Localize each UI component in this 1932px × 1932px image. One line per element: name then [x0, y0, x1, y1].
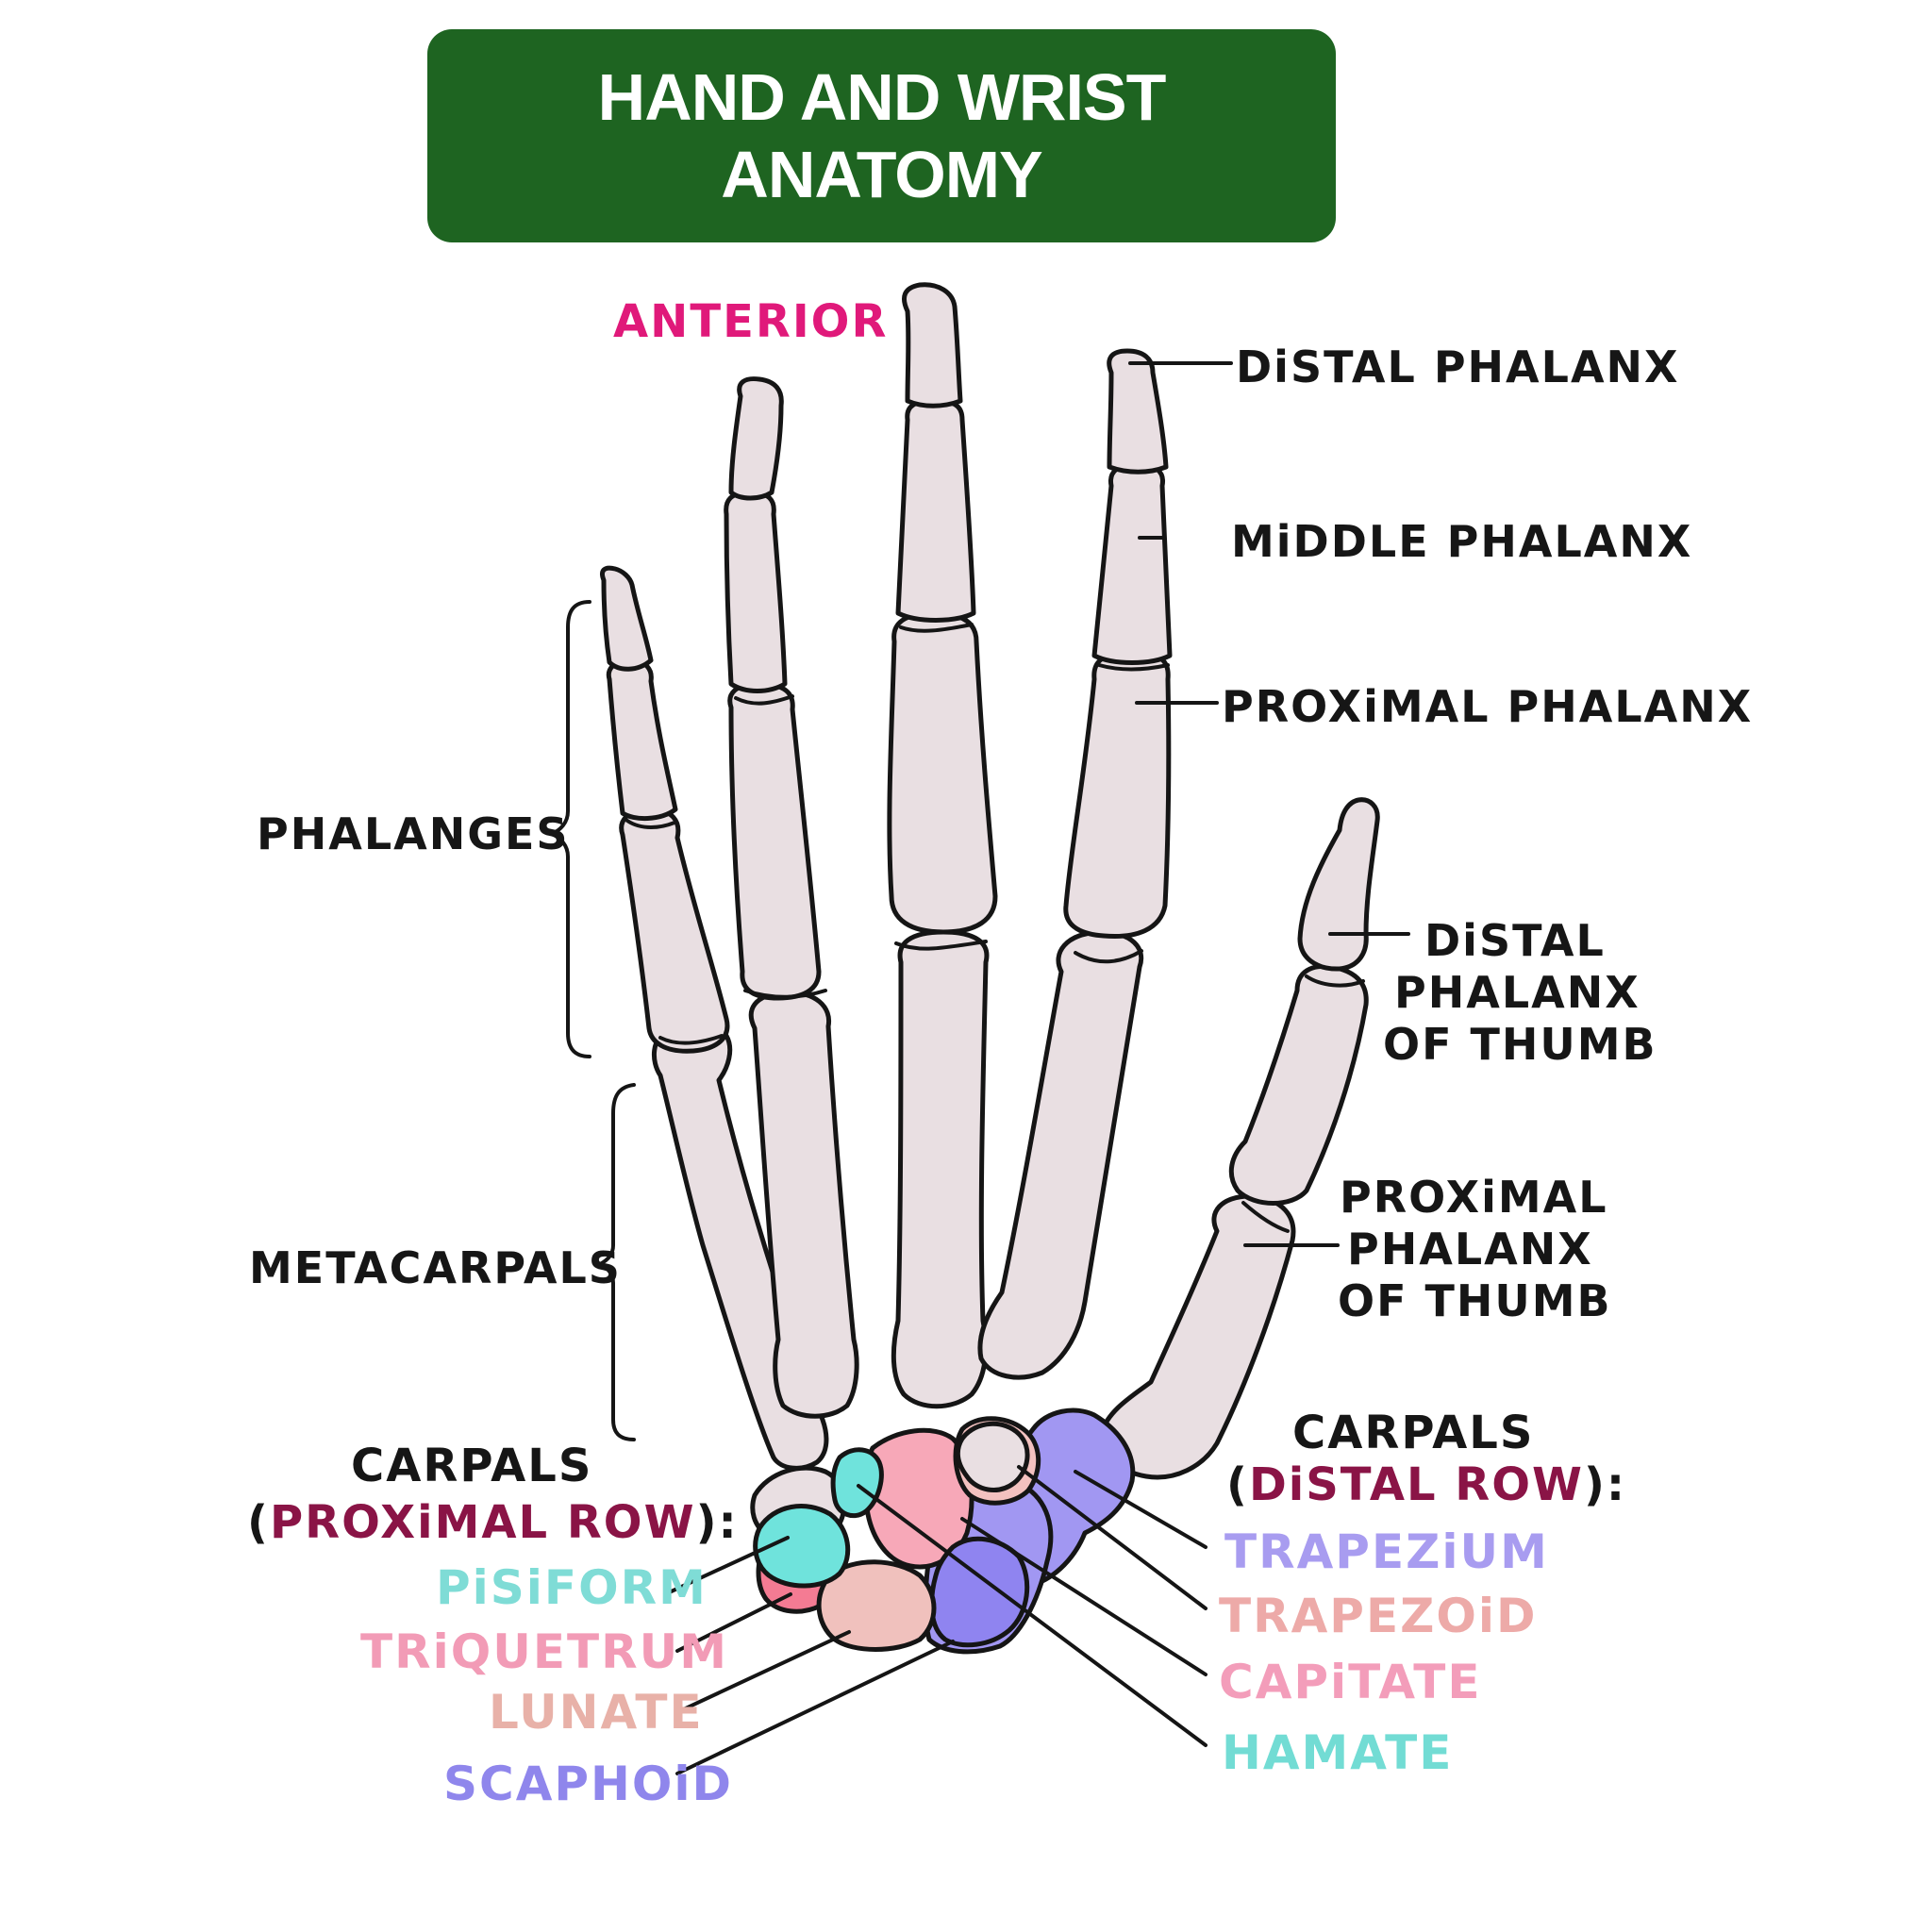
thumb-metacarpal [1099, 1193, 1296, 1480]
proximal-row-open: ( [247, 1496, 270, 1549]
trapezium-label: TRAPEZiUM [1224, 1524, 1549, 1579]
ring-proximal-phalanx [727, 681, 822, 1001]
distal-row-close: ): [1584, 1458, 1626, 1511]
middle-distal-phalanx [902, 282, 963, 408]
proximal-row-colored: PROXiMAL ROW [270, 1496, 696, 1549]
thumb [1099, 797, 1380, 1480]
little-proximal-phalanx [619, 807, 730, 1054]
distal-phalanx-thumb-label-3: OF THUMB [1383, 1019, 1657, 1070]
lunate-bone [816, 1559, 937, 1652]
proximal-phalanx-label: PROXiMAL PHALANX [1222, 681, 1753, 732]
trapezoid-leader [1017, 1465, 1208, 1610]
distal-row-heading: CARPALS [1292, 1407, 1534, 1459]
index-distal-phalanx [1107, 348, 1169, 475]
proximal-phalanx-thumb-label-1: PROXiMAL [1340, 1172, 1608, 1223]
distal-phalanx-label: DiSTAL PHALANX [1236, 341, 1680, 392]
middle-phalanx-label: MiDDLE PHALANX [1231, 516, 1692, 567]
phalanges-bracket [547, 600, 591, 1058]
metacarpals-label: METACARPALS [249, 1242, 622, 1293]
little-distal-phalanx [600, 565, 654, 672]
ring-finger [724, 376, 859, 1419]
index-finger [977, 348, 1173, 1380]
title-line-1: HAND AND WRIST [597, 60, 1167, 134]
distal-row-colored: DiSTAL ROW [1249, 1458, 1584, 1511]
capitate-label: CAPiTATE [1219, 1655, 1481, 1709]
proximal-row-heading: CARPALS [351, 1440, 592, 1492]
carpal-bone-upper-right [955, 1421, 1030, 1492]
proximal-row-subheading: (PROXiMAL ROW): [247, 1496, 739, 1549]
lunate-label: LUNATE [489, 1685, 704, 1740]
hamate-hook-bone [830, 1447, 884, 1519]
distal-row-subheading: (DiSTAL ROW): [1226, 1458, 1626, 1511]
thumb-proximal-phalanx [1228, 963, 1369, 1206]
proximal-phalanx-thumb-label-3: OF THUMB [1338, 1275, 1612, 1326]
phalanges-label: PHALANGES [257, 808, 570, 859]
scaphoid-leader [675, 1640, 955, 1775]
middle-proximal-phalanx [887, 610, 998, 935]
lunate-leader [675, 1630, 851, 1714]
triquetrum-leader [675, 1592, 792, 1653]
anterior-label: ANTERIOR [613, 295, 888, 348]
index-proximal-phalanx [1063, 650, 1172, 940]
ring-middle-phalanx [724, 490, 788, 693]
thumb-distal-phalanx [1297, 797, 1380, 972]
scaphoid-label: SCAPHOiD [443, 1757, 733, 1811]
distal-phalanx-thumb-label-1: DiSTAL [1424, 915, 1606, 966]
title-banner: HAND AND WRIST ANATOMY [427, 29, 1336, 242]
ring-metacarpal [748, 990, 859, 1419]
triquetrum-label: TRiQUETRUM [360, 1624, 728, 1679]
scaphoid-bone [929, 1536, 1030, 1648]
middle-finger [887, 282, 998, 1409]
index-metacarpal [977, 929, 1144, 1380]
trapezium-leader [1074, 1470, 1208, 1549]
ring-distal-phalanx [728, 376, 784, 501]
capitate-leader [960, 1517, 1208, 1676]
trapezoid-label: TRAPEZOiD [1219, 1589, 1538, 1643]
pisiform-label: PiSiFORM [436, 1560, 708, 1615]
middle-middle-phalanx [895, 398, 976, 623]
middle-metacarpal [891, 929, 990, 1409]
hamate-label: HAMATE [1222, 1725, 1453, 1780]
pisiform-bone [753, 1504, 851, 1589]
distal-phalanx-thumb-label-2: PHALANX [1394, 967, 1641, 1018]
pisiform-leader [663, 1536, 790, 1596]
metacarpals-bracket [595, 1083, 636, 1441]
distal-row-open: ( [1226, 1458, 1249, 1511]
title-line-2: ANATOMY [721, 138, 1042, 211]
index-middle-phalanx [1091, 461, 1173, 665]
hamate-leader [857, 1484, 1208, 1747]
proximal-phalanx-thumb-label-2: PHALANX [1347, 1224, 1593, 1274]
proximal-row-close: ): [696, 1496, 739, 1549]
little-middle-phalanx [606, 658, 678, 821]
